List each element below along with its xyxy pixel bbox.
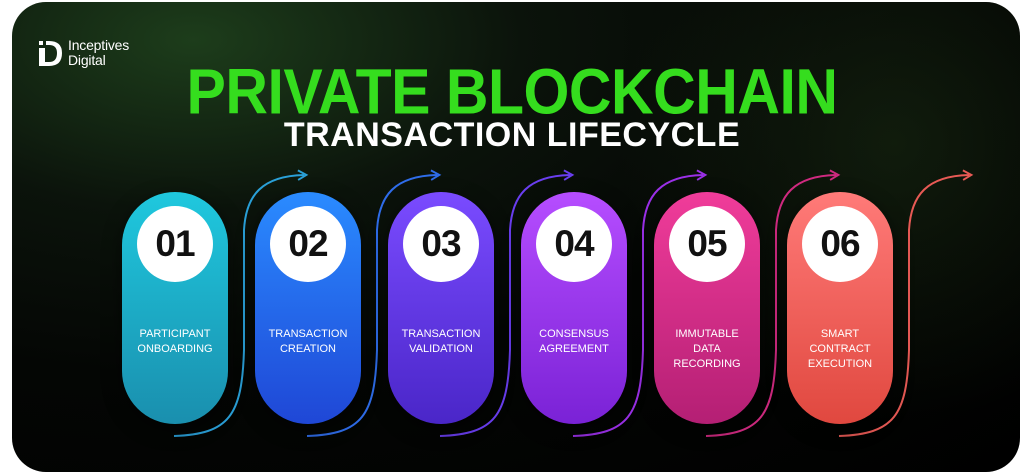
step-number: 06 xyxy=(802,206,878,282)
step-number: 01 xyxy=(137,206,213,282)
brand-d-icon xyxy=(39,41,62,66)
page-subtitle: TRANSACTION LIFECYCLE xyxy=(283,116,741,154)
step-label: TRANSACTION VALIDATION xyxy=(401,328,481,355)
page-title: PRIVATE BLOCKCHAIN xyxy=(186,56,838,128)
step-number: 05 xyxy=(669,206,745,282)
step-label: TRANSACTION CREATION xyxy=(268,328,348,355)
step-label: CONSENSUS AGREEMENT xyxy=(539,328,609,355)
brand-name-line1: Inceptives xyxy=(68,37,130,53)
step-label: SMART CONTRACT EXECUTION xyxy=(807,328,873,370)
brand-logo: Inceptives Digital xyxy=(37,38,129,68)
step-number: 02 xyxy=(270,206,346,282)
step-number: 04 xyxy=(536,206,612,282)
step-number: 03 xyxy=(403,206,479,282)
brand-name-line2: Digital xyxy=(68,52,106,68)
step-label: IMMUTABLE DATA RECORDING xyxy=(673,328,741,370)
step-label: PARTICIPANT ONBOARDING xyxy=(137,328,213,355)
